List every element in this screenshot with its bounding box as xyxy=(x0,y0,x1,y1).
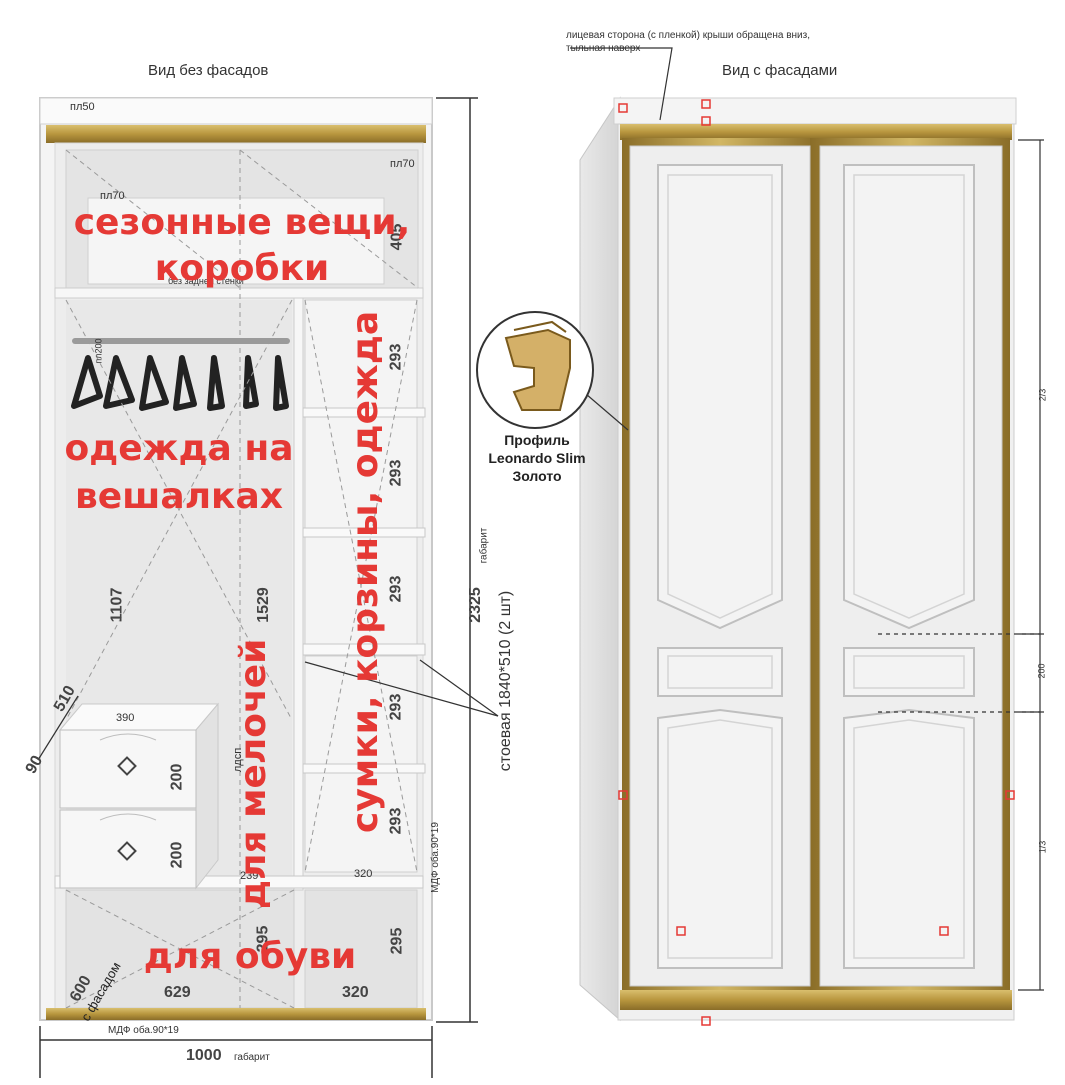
shelf-panel-right-label: пл70 xyxy=(390,158,415,170)
dim-shoe-left-width: 629 xyxy=(164,984,191,1001)
dim-drawer-width: 390 xyxy=(116,712,135,724)
dim-box5: 293 xyxy=(387,807,405,835)
board-note: МДФ оба.90*19 xyxy=(108,1025,179,1036)
overlay-hanging-line2: вешалках xyxy=(74,476,284,517)
note-line2: тыльная наверх xyxy=(566,43,641,54)
no-back-label: без задней стенки xyxy=(168,276,244,286)
depth-dimension xyxy=(37,695,79,761)
ratio-dimension xyxy=(1018,139,1044,991)
dim-box1: 293 xyxy=(387,343,405,371)
left-vertical-divider xyxy=(293,297,304,891)
top-panel-label: пл50 xyxy=(70,101,95,113)
dim-box3: 293 xyxy=(387,575,405,603)
dim-width-239: 239 xyxy=(240,870,259,882)
profile-callout xyxy=(476,311,629,431)
dim-total-height: 2325 xyxy=(466,587,484,623)
note-leader xyxy=(570,47,673,121)
overlay-hanging-line1: одежда на xyxy=(64,428,294,469)
dim-drawer2: 200 xyxy=(168,841,186,869)
hangers xyxy=(71,355,289,411)
left-top-box xyxy=(87,197,385,285)
red-markers xyxy=(618,99,1015,1026)
right-side-panel xyxy=(579,96,621,1022)
right-view-title: Вид с фасадами xyxy=(722,62,838,79)
rail-label: пл200 xyxy=(93,338,104,364)
overlay-bags: сумки, корзины, одежда xyxy=(345,310,386,833)
left-shelf-1 xyxy=(54,287,424,299)
mirror-leaders xyxy=(304,659,499,717)
left-wardrobe xyxy=(37,97,499,1078)
right-shelf-boxes xyxy=(304,299,418,873)
profile-label-3: Золото xyxy=(512,468,562,484)
right-wardrobe xyxy=(476,47,1044,1026)
shelf-panel-label: пл70 xyxy=(100,190,125,202)
dim-total-height-unit: габарит xyxy=(478,527,490,564)
dim-box4: 293 xyxy=(387,693,405,721)
dim-total-width-unit: габарит xyxy=(234,1052,270,1063)
board-note-side: МДФ оба.90*19 xyxy=(429,822,441,893)
dim-width-320: 320 xyxy=(354,868,373,880)
dim-shoe-right-width: 320 xyxy=(342,984,369,1001)
left-top-panel xyxy=(39,97,433,125)
dashed-guides xyxy=(65,149,419,1009)
ratio-top: 2/3 xyxy=(1037,388,1048,402)
mirror-label: стоевая 1840*510 (2 шт) xyxy=(497,590,515,772)
ratio-mid: 200 xyxy=(1036,663,1047,679)
dim-drawer1: 200 xyxy=(168,763,186,791)
ratio-dashed-lines xyxy=(878,633,1040,713)
overlay-seasonal-line2: коробки xyxy=(154,248,330,289)
right-top-panel xyxy=(613,97,1017,125)
dim-box2: 293 xyxy=(387,459,405,487)
overlay-seasonal-line1: сезонные вещи, xyxy=(73,202,411,243)
right-top-gold xyxy=(620,124,1012,140)
left-hanging-rod xyxy=(72,338,290,344)
ratio-bottom: 1/3 xyxy=(1037,840,1048,854)
drawer-unit xyxy=(58,702,220,890)
door-panel-insets xyxy=(667,174,965,959)
dim-middle-height: 1529 xyxy=(254,587,272,623)
profile-label-1: Профиль xyxy=(504,432,570,448)
dim-shoe-height-right: 295 xyxy=(388,927,406,955)
dim-total-width: 1000 xyxy=(186,1047,222,1064)
profile-label-2: Leonardo Slim xyxy=(488,450,586,466)
overlay-shoes: для обуви xyxy=(143,936,357,977)
width-dimension xyxy=(39,1026,433,1078)
shoe-compartment-right xyxy=(304,889,418,1009)
note-line1: лицевая сторона (с пленкой) крыши обраще… xyxy=(566,30,810,41)
right-bottom-gold xyxy=(620,990,1012,1010)
dim-hanging-height: 1107 xyxy=(108,587,126,623)
left-bottom-gold xyxy=(46,1008,426,1020)
left-view-title: Вид без фасадов xyxy=(148,62,269,79)
height-dimension xyxy=(436,97,478,1023)
left-top-gold xyxy=(46,125,426,143)
overlay-small-items: для мелочей xyxy=(233,638,274,909)
